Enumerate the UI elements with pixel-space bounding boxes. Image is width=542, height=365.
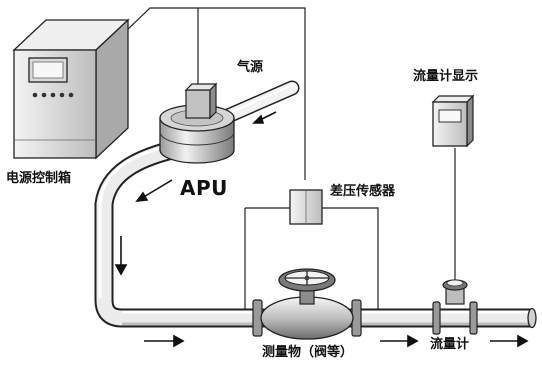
signal-wires [124, 7, 456, 312]
test-valve [252, 268, 362, 340]
label-flowmeter: 流量计 [430, 337, 470, 352]
flowmeter-display [431, 94, 475, 148]
label-power-control-box: 电源控制箱 [6, 171, 72, 186]
label-air-source: 气源 [237, 60, 264, 75]
flow-arrows [114, 111, 529, 348]
label-apu: APU [180, 176, 228, 200]
apu-unit [159, 82, 235, 164]
label-flowmeter-display: 流量计显示 [413, 69, 479, 84]
label-test-object: 测量物（阀等） [262, 345, 354, 360]
power-control-box [12, 18, 130, 160]
dp-sensor [289, 189, 323, 225]
flowmeter [432, 279, 478, 335]
air-source-pipe [220, 80, 300, 124]
label-dp-sensor: 差压传感器 [330, 184, 396, 199]
